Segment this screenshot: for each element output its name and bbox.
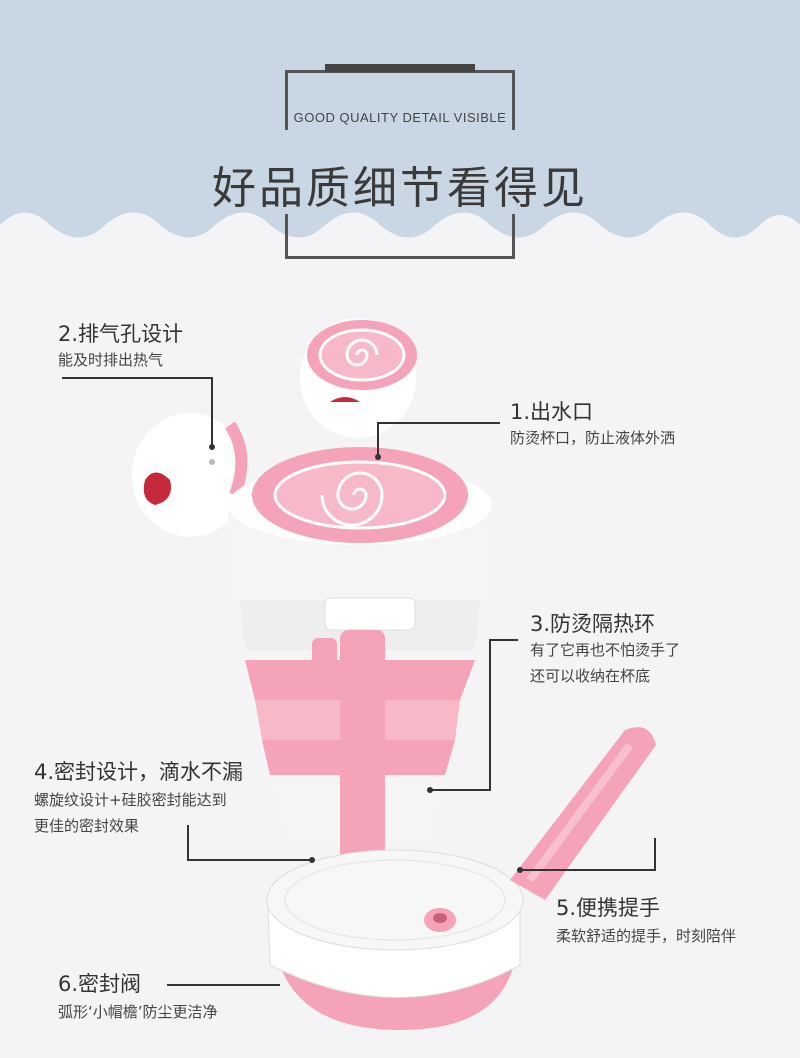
feature-3-desc-line1: 有了它再也不怕烫手了 <box>530 641 681 659</box>
feature-6-desc: 弧形‘小帽檐’防尘更洁净 <box>58 1003 218 1021</box>
callout-line-vent <box>62 377 213 445</box>
callout-lines <box>62 377 656 986</box>
feature-4-desc-line1: 螺旋纹设计+硅胶密封能达到 <box>34 791 227 809</box>
feature-5-heading: 5.便携提手 <box>556 896 661 920</box>
feature-3-desc-line2: 还可以收纳在杯底 <box>530 667 651 685</box>
vent-detail-zoom <box>132 413 248 537</box>
feature-2-desc: 能及时排出热气 <box>58 351 164 369</box>
feature-4-desc-line2: 更佳的密封效果 <box>34 817 140 835</box>
feature-5-desc: 柔软舒适的提手，时刻陪伴 <box>556 927 737 945</box>
title-frame-bottom <box>285 214 515 259</box>
title-frame-bar <box>325 64 475 72</box>
header-background <box>0 0 800 238</box>
callout-line-seal <box>187 825 312 861</box>
cup-body <box>228 447 492 860</box>
header-subtitle: GOOD QUALITY DETAIL VISIBLE <box>293 110 507 125</box>
feature-4-heading: 4.密封设计，滴水不漏 <box>34 760 244 784</box>
page-title: 好品质细节看得见 <box>212 163 588 214</box>
feature-1-desc: 防烫杯口，防止液体外洒 <box>510 429 676 447</box>
callout-line-spout <box>377 422 500 455</box>
callout-line-ring <box>430 639 518 791</box>
loose-handle <box>510 727 656 900</box>
feature-2-heading: 2.排气孔设计 <box>58 322 184 346</box>
feature-3-heading: 3.防烫隔热环 <box>530 612 656 636</box>
feature-1-heading: 1.出水口 <box>510 400 594 424</box>
feature-6-heading: 6.密封阀 <box>58 972 142 996</box>
lid-detail-zoom <box>300 318 417 438</box>
bottom-cap <box>266 849 524 1030</box>
callout-line-handle <box>520 838 656 871</box>
